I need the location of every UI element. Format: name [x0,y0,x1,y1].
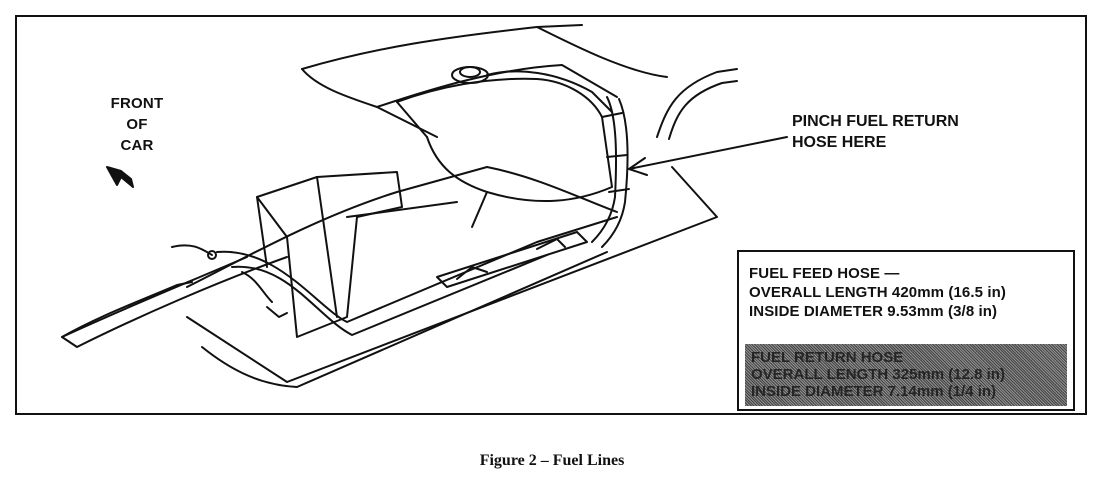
body-side [186,166,718,383]
pinch-hose-label: PINCH FUEL RETURN HOSE HERE [792,111,959,153]
floor-outer [186,166,618,288]
fuel-return-line [601,98,629,248]
rocker-left [61,256,288,348]
fuel-feed-spec: FUEL FEED HOSE — OVERALL LENGTH 420mm (1… [749,264,1006,321]
front-label-line: FRONT [110,95,164,112]
spec-line: INSIDE DIAMETER 7.14mm (1/4 in) [751,383,997,400]
front-label-line: CAR [120,137,154,154]
fuel-tank-top [396,77,613,203]
spec-line: OVERALL LENGTH 325mm (12.8 in) [751,366,1005,383]
seat-back [256,171,403,338]
spec-line: FUEL RETURN HOSE [751,349,904,366]
body-lower [201,251,608,388]
trunk-left-edge [301,68,438,138]
figure-caption: Figure 2 – Fuel Lines [479,452,625,469]
rear-wall [376,64,618,108]
fuel-lines-drawing [61,24,788,388]
trunk-outline [301,24,583,70]
fuel-tank-front [426,136,488,228]
spec-line: OVERALL LENGTH 420mm (16.5 in) [749,284,1006,301]
front-arrow [106,166,134,188]
frame-rail [216,216,618,323]
rear-quarter [656,68,738,138]
fuel-tank-left [396,101,428,138]
pinch-label-line: PINCH FUEL RETURN [792,113,959,130]
hose-spec-box: FUEL FEED HOSE — OVERALL LENGTH 420mm (1… [737,250,1075,411]
floor-front-edge [61,256,248,338]
fuel-return-spec-obscured: FUEL RETURN HOSE OVERALL LENGTH 325mm (1… [745,344,1067,406]
figure-frame: FRONT OF CAR PINCH FUEL RETURN HOSE HERE… [15,15,1087,415]
fuel-filler-neck [451,66,489,84]
spec-line: FUEL FEED HOSE — [749,265,900,282]
spec-line: INSIDE DIAMETER 9.53mm (3/8 in) [749,303,998,320]
rear-deck-edge [536,26,668,78]
front-label-line: OF [126,116,148,133]
pinch-arrow [628,136,788,170]
front-of-car-label: FRONT OF CAR [97,93,177,156]
pinch-label-line: HOSE HERE [792,134,887,151]
